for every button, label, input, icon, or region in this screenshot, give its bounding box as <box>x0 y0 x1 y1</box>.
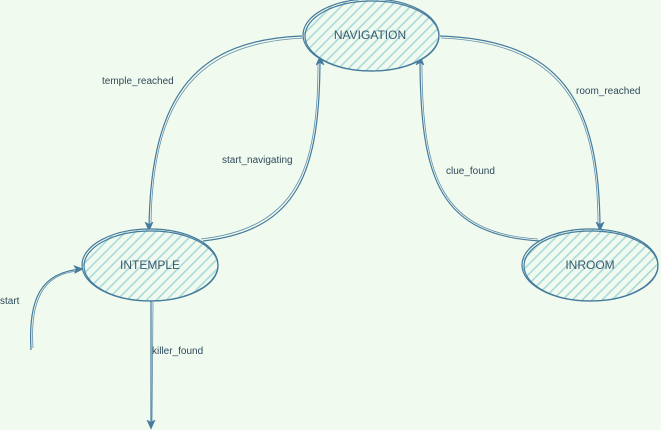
node-inroom-label: INROOM <box>565 258 614 272</box>
edge-temple-reached <box>149 35 304 230</box>
edge-label-temple-reached: temple_reached <box>102 76 174 87</box>
node-intemple[interactable]: INTEMPLE <box>81 228 219 302</box>
edge-label-clue-found: clue_found <box>446 166 495 177</box>
edge-label-killer-found: killer_found <box>152 346 203 357</box>
edge-room-reached <box>439 35 600 230</box>
edge-start <box>29 269 82 351</box>
node-navigation-label: NAVIGATION <box>334 28 406 42</box>
edge-label-start: start <box>0 296 20 307</box>
edge-label-start-navigating: start_navigating <box>222 155 293 166</box>
node-intemple-label: INTEMPLE <box>120 258 180 272</box>
node-inroom[interactable]: INROOM <box>521 228 659 302</box>
edge-clue-found <box>420 57 541 242</box>
edge-label-room-reached: room_reached <box>576 86 640 97</box>
node-navigation[interactable]: NAVIGATION <box>302 0 440 72</box>
edge-start-navigating <box>200 57 320 242</box>
edge-killer-found <box>151 300 153 428</box>
